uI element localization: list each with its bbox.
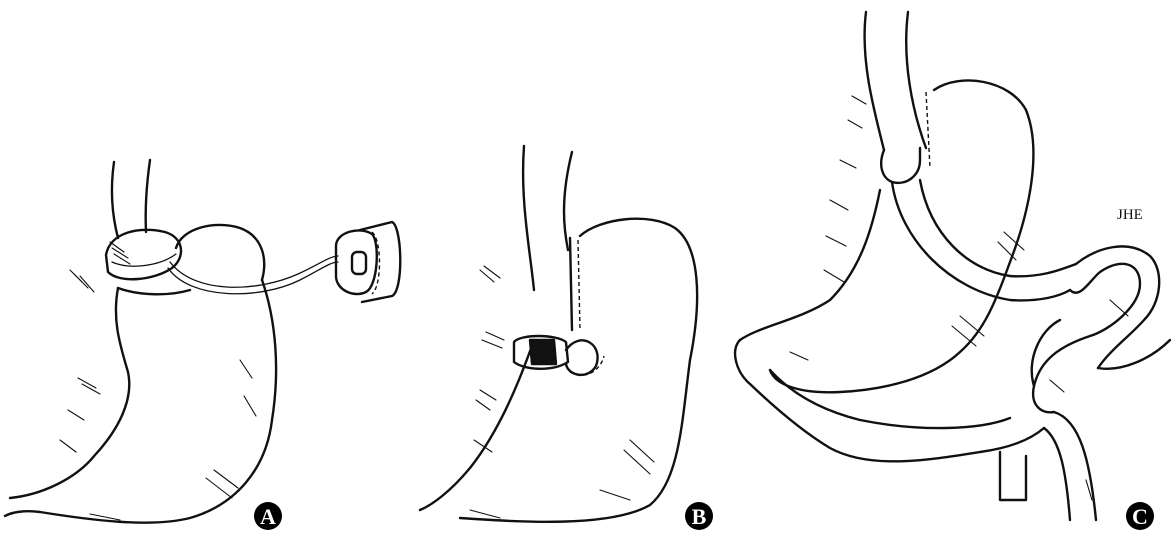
panel-c-illustration (735, 12, 1170, 520)
panel-c-label: C (1126, 502, 1154, 530)
panel-b-letter: B (692, 504, 707, 529)
artist-credit: JHE (1117, 207, 1143, 224)
panel-c-shading (790, 96, 1128, 500)
panel-b-shading (470, 266, 654, 518)
panel-a-letter: A (260, 504, 276, 529)
panel-a-illustration (5, 160, 400, 523)
panel-b-illustration (420, 146, 697, 522)
panel-b-label: B (685, 502, 713, 530)
panel-a-shading (60, 242, 256, 520)
panel-c-letter: C (1132, 504, 1148, 529)
panel-a-label: A (254, 502, 282, 530)
